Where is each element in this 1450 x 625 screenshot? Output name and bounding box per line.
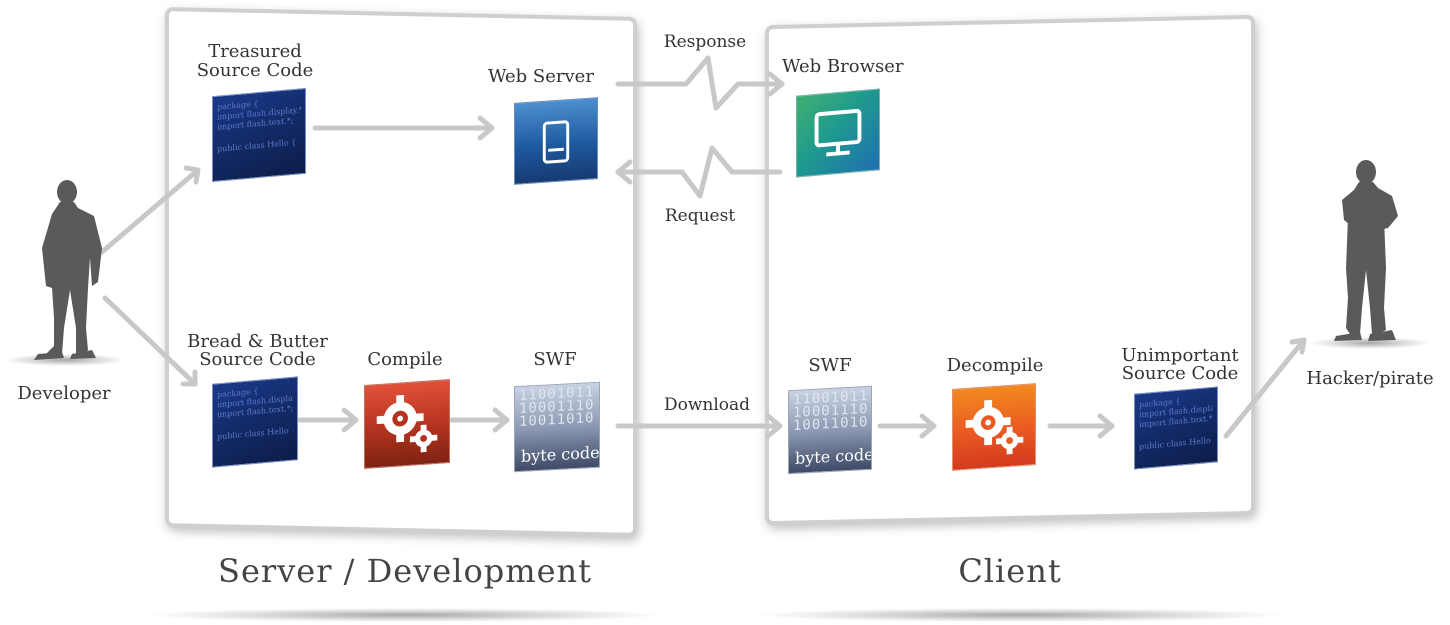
bytecode-label: byte code	[795, 444, 872, 468]
treasured-label-line2: Source Code	[196, 60, 314, 81]
request-label: Request	[664, 206, 736, 226]
compile-label: Compile	[367, 349, 443, 370]
server-swf-tile: 11001011011 10001110011 10011010001 byte…	[514, 381, 600, 473]
developer-silhouette-icon	[34, 180, 102, 360]
arrow-unimportant-to-hacker-head	[1289, 337, 1307, 355]
decompile-label: Decompile	[946, 355, 1044, 376]
bread-butter-label-line2: Source Code	[199, 349, 316, 370]
arrow-unimportant-to-hacker	[1223, 337, 1307, 439]
client-panel-title: Client	[958, 552, 1062, 590]
arrow-download-head	[765, 413, 783, 439]
gears-icon	[376, 394, 438, 453]
server-swf-label: SWF	[533, 349, 577, 370]
download-label: Download	[663, 395, 751, 415]
server-panel-title: Server / Development	[218, 552, 592, 590]
client-swf-label: SWF	[808, 355, 852, 376]
bread-butter-label-line1: Bread & Butter	[187, 331, 328, 352]
unimportant-label-line1: Unimportant	[1121, 345, 1239, 366]
arrow-swf-to-decompile-head	[919, 413, 937, 439]
bread-butter-source-code-tile: package { import flash.display.* import …	[212, 376, 298, 468]
server-tower-icon	[542, 120, 570, 164]
unimportant-source-code-tile: package { import flash.display.*; import…	[1134, 386, 1218, 470]
gears-icon	[965, 399, 1024, 455]
compile-tile	[364, 378, 450, 470]
arrow-developer-to-treasured-head	[183, 165, 201, 185]
unimportant-label-line2: Source Code	[1121, 363, 1239, 384]
arrow-developer-to-breadbutter-head	[180, 369, 198, 387]
web-browser-tile	[796, 88, 880, 178]
bytecode-line: 10011010001	[519, 412, 595, 429]
hacker-silhouette-icon	[1334, 160, 1398, 341]
developer-label: Developer	[17, 383, 111, 404]
treasured-source-code-tile: package { import flash.display.* import …	[212, 87, 306, 183]
arrow-response-head	[767, 71, 785, 97]
arrow-request-head	[615, 159, 633, 185]
hacker-label: Hacker/pirate	[1306, 368, 1434, 389]
arrow-developer-to-breadbutter	[102, 295, 198, 387]
monitor-icon	[814, 108, 862, 157]
server-panel-floor-shadow	[150, 608, 660, 622]
client-swf-tile: 11001011011 10001110011 10011010001 byte…	[788, 385, 872, 475]
arrow-request	[615, 145, 783, 199]
bytecode-line: 10011010001	[793, 416, 867, 433]
arrow-decompile-to-unimportant-head	[1097, 413, 1115, 439]
web-server-label: Web Server	[488, 66, 594, 87]
arrow-developer-to-treasured	[99, 167, 201, 255]
arrow-compile-to-swf-head	[492, 407, 510, 433]
client-panel-floor-shadow	[760, 608, 1280, 622]
web-server-tile	[514, 97, 598, 185]
treasured-label-line1: Treasured	[208, 41, 302, 62]
arrow-response	[615, 55, 785, 111]
bytecode-label: byte code	[521, 442, 600, 466]
decompile-tile	[952, 383, 1036, 471]
arrow-treasured-to-webserver-head	[477, 115, 495, 141]
web-browser-label: Web Browser	[782, 56, 904, 77]
response-label: Response	[663, 32, 747, 52]
arrow-breadbutter-to-compile-head	[341, 407, 359, 433]
